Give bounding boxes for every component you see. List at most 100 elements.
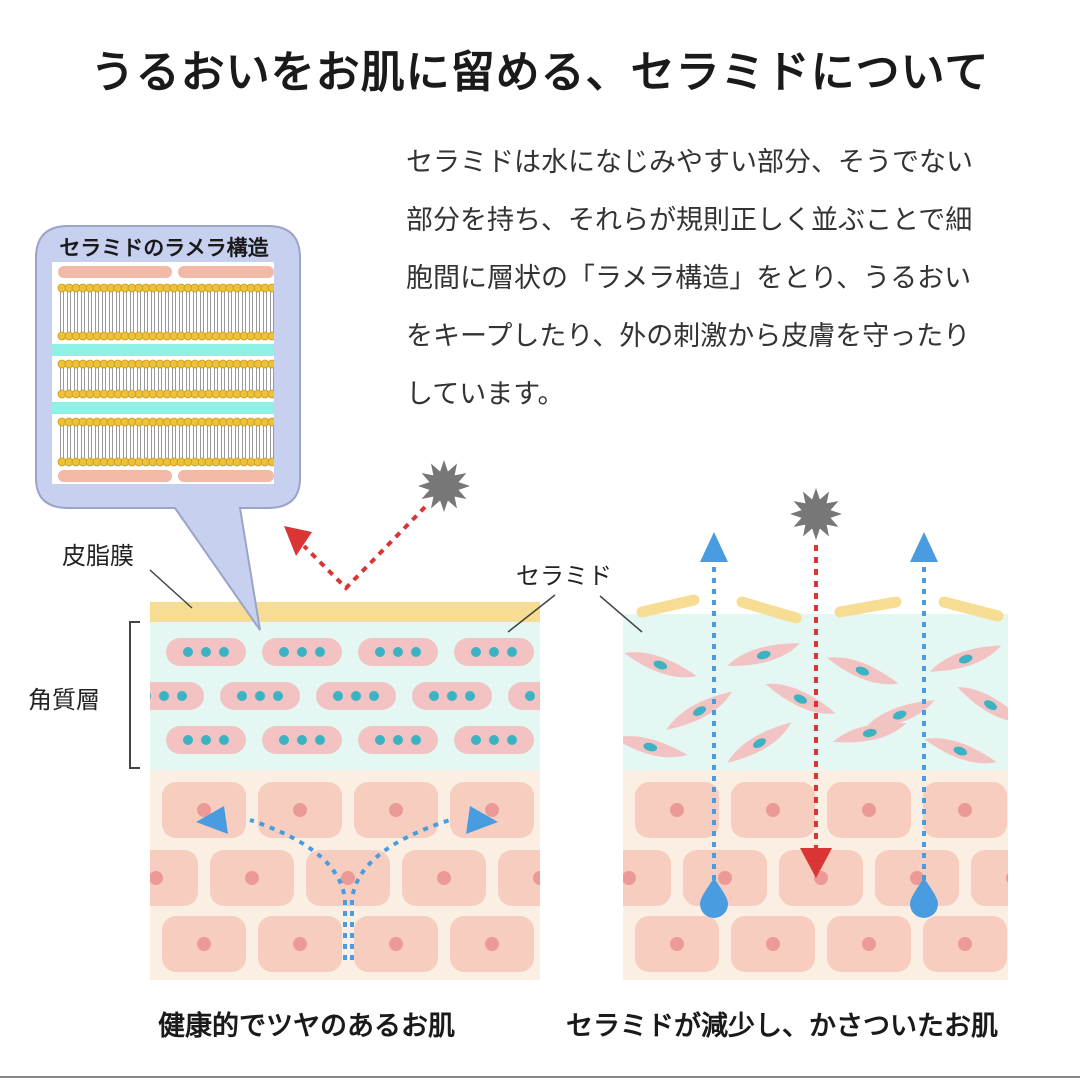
cell-dot bbox=[543, 691, 553, 701]
cell-dot bbox=[255, 691, 265, 701]
cell-dot bbox=[753, 738, 766, 749]
irritant-icon bbox=[418, 460, 470, 512]
cell-dot bbox=[150, 693, 151, 699]
deep-skin-cell bbox=[498, 850, 540, 906]
dry-stratum-cell bbox=[727, 722, 792, 763]
cell-nucleus bbox=[389, 803, 403, 817]
deep-skin-cell bbox=[150, 850, 198, 906]
cell-dot bbox=[183, 647, 193, 657]
cell-dot bbox=[507, 735, 517, 745]
cell-nucleus bbox=[670, 803, 684, 817]
sebum-fragment bbox=[834, 596, 902, 618]
cell-dot bbox=[489, 647, 499, 657]
cell-dot bbox=[297, 735, 307, 745]
stratum-cell bbox=[508, 682, 540, 710]
cell-nucleus bbox=[437, 871, 451, 885]
ceramide-label: セラミド bbox=[516, 562, 612, 590]
lipid-head bbox=[267, 417, 274, 427]
cell-nucleus bbox=[958, 937, 972, 951]
cell-nucleus bbox=[197, 803, 211, 817]
cell-nucleus bbox=[766, 803, 780, 817]
cell-nucleus bbox=[1006, 873, 1008, 883]
lamella-membrane bbox=[58, 470, 172, 482]
irritant-reflect-arrow bbox=[302, 505, 427, 591]
healthy-caption: 健康的でツヤのあるお肌 bbox=[158, 1011, 455, 1042]
dry-stratum-cell bbox=[924, 738, 997, 764]
description-line: しています。 bbox=[406, 379, 565, 410]
cell-dot bbox=[159, 691, 169, 701]
cell-dot bbox=[237, 691, 247, 701]
lipid-head bbox=[267, 389, 274, 399]
lipid-head bbox=[267, 283, 274, 293]
cell-dot bbox=[219, 647, 229, 657]
cell-dot bbox=[855, 666, 870, 676]
water-escape-arrowhead-1 bbox=[700, 532, 728, 562]
cell-dot bbox=[465, 691, 475, 701]
water-layer bbox=[52, 402, 274, 414]
dry-stratum-cell bbox=[826, 657, 899, 685]
dry-stratum-cell bbox=[624, 652, 697, 678]
cell-nucleus bbox=[670, 937, 684, 951]
description-line: セラミドは水になじみやすい部分、そうでない bbox=[406, 147, 973, 178]
cell-dot bbox=[507, 647, 517, 657]
cell-dot bbox=[862, 728, 877, 738]
cell-nucleus bbox=[533, 871, 540, 885]
cell-nucleus bbox=[485, 937, 499, 951]
stratum-bracket bbox=[129, 621, 140, 769]
cell-dot bbox=[411, 647, 421, 657]
cell-dot bbox=[315, 735, 325, 745]
water-arrowhead-right bbox=[466, 806, 498, 834]
cell-nucleus bbox=[910, 871, 924, 885]
cell-dot bbox=[471, 647, 481, 657]
cell-dot bbox=[315, 647, 325, 657]
dry-stratum-cell bbox=[832, 722, 907, 743]
cell-nucleus bbox=[245, 871, 259, 885]
cell-dot bbox=[411, 735, 421, 745]
cell-dot bbox=[351, 691, 361, 701]
irritant-reflect-arrowhead bbox=[284, 526, 312, 556]
water-retain-path-left bbox=[249, 818, 347, 960]
cell-dot bbox=[561, 691, 571, 701]
cell-nucleus bbox=[150, 871, 163, 885]
cell-dot bbox=[525, 691, 535, 701]
lamella-membrane bbox=[178, 470, 274, 482]
cell-dot bbox=[279, 735, 289, 745]
bottom-divider bbox=[0, 1076, 1080, 1078]
lipid-head bbox=[267, 359, 274, 369]
cell-dot bbox=[393, 735, 403, 745]
cell-nucleus bbox=[623, 871, 636, 885]
cell-dot bbox=[201, 647, 211, 657]
cell-dot bbox=[369, 691, 379, 701]
cell-nucleus bbox=[293, 937, 307, 951]
cell-nucleus bbox=[718, 871, 732, 885]
lipid-head bbox=[267, 457, 274, 467]
cell-dot bbox=[279, 647, 289, 657]
cell-dot bbox=[333, 691, 343, 701]
page-title: うるおいをお肌に留める、セラミドについて bbox=[90, 47, 990, 98]
sebum-label: 皮脂膜 bbox=[62, 542, 134, 570]
sebum-pointer bbox=[149, 569, 193, 609]
cell-nucleus bbox=[862, 937, 876, 951]
cell-dot bbox=[183, 735, 193, 745]
lipid-head bbox=[267, 331, 274, 341]
cell-nucleus bbox=[389, 937, 403, 951]
cell-nucleus bbox=[958, 803, 972, 817]
cell-dot bbox=[201, 735, 211, 745]
cell-nucleus bbox=[197, 937, 211, 951]
stratum-cell bbox=[150, 682, 204, 710]
dry-stratum-cell bbox=[929, 645, 1002, 672]
cell-dot bbox=[429, 691, 439, 701]
cell-dot bbox=[471, 735, 481, 745]
cell-dot bbox=[793, 694, 807, 704]
cell-nucleus bbox=[862, 803, 876, 817]
cell-dot bbox=[653, 660, 668, 670]
dry-stratum-cell bbox=[864, 700, 935, 729]
lamellar-panel bbox=[52, 262, 274, 484]
water-escape-arrowhead-2 bbox=[910, 532, 938, 562]
healthy-sebum-film bbox=[150, 602, 540, 622]
cell-dot bbox=[953, 746, 968, 756]
sebum-fragment bbox=[938, 596, 1004, 622]
cell-dot bbox=[177, 691, 187, 701]
ceramide-pointer-left bbox=[507, 594, 556, 633]
